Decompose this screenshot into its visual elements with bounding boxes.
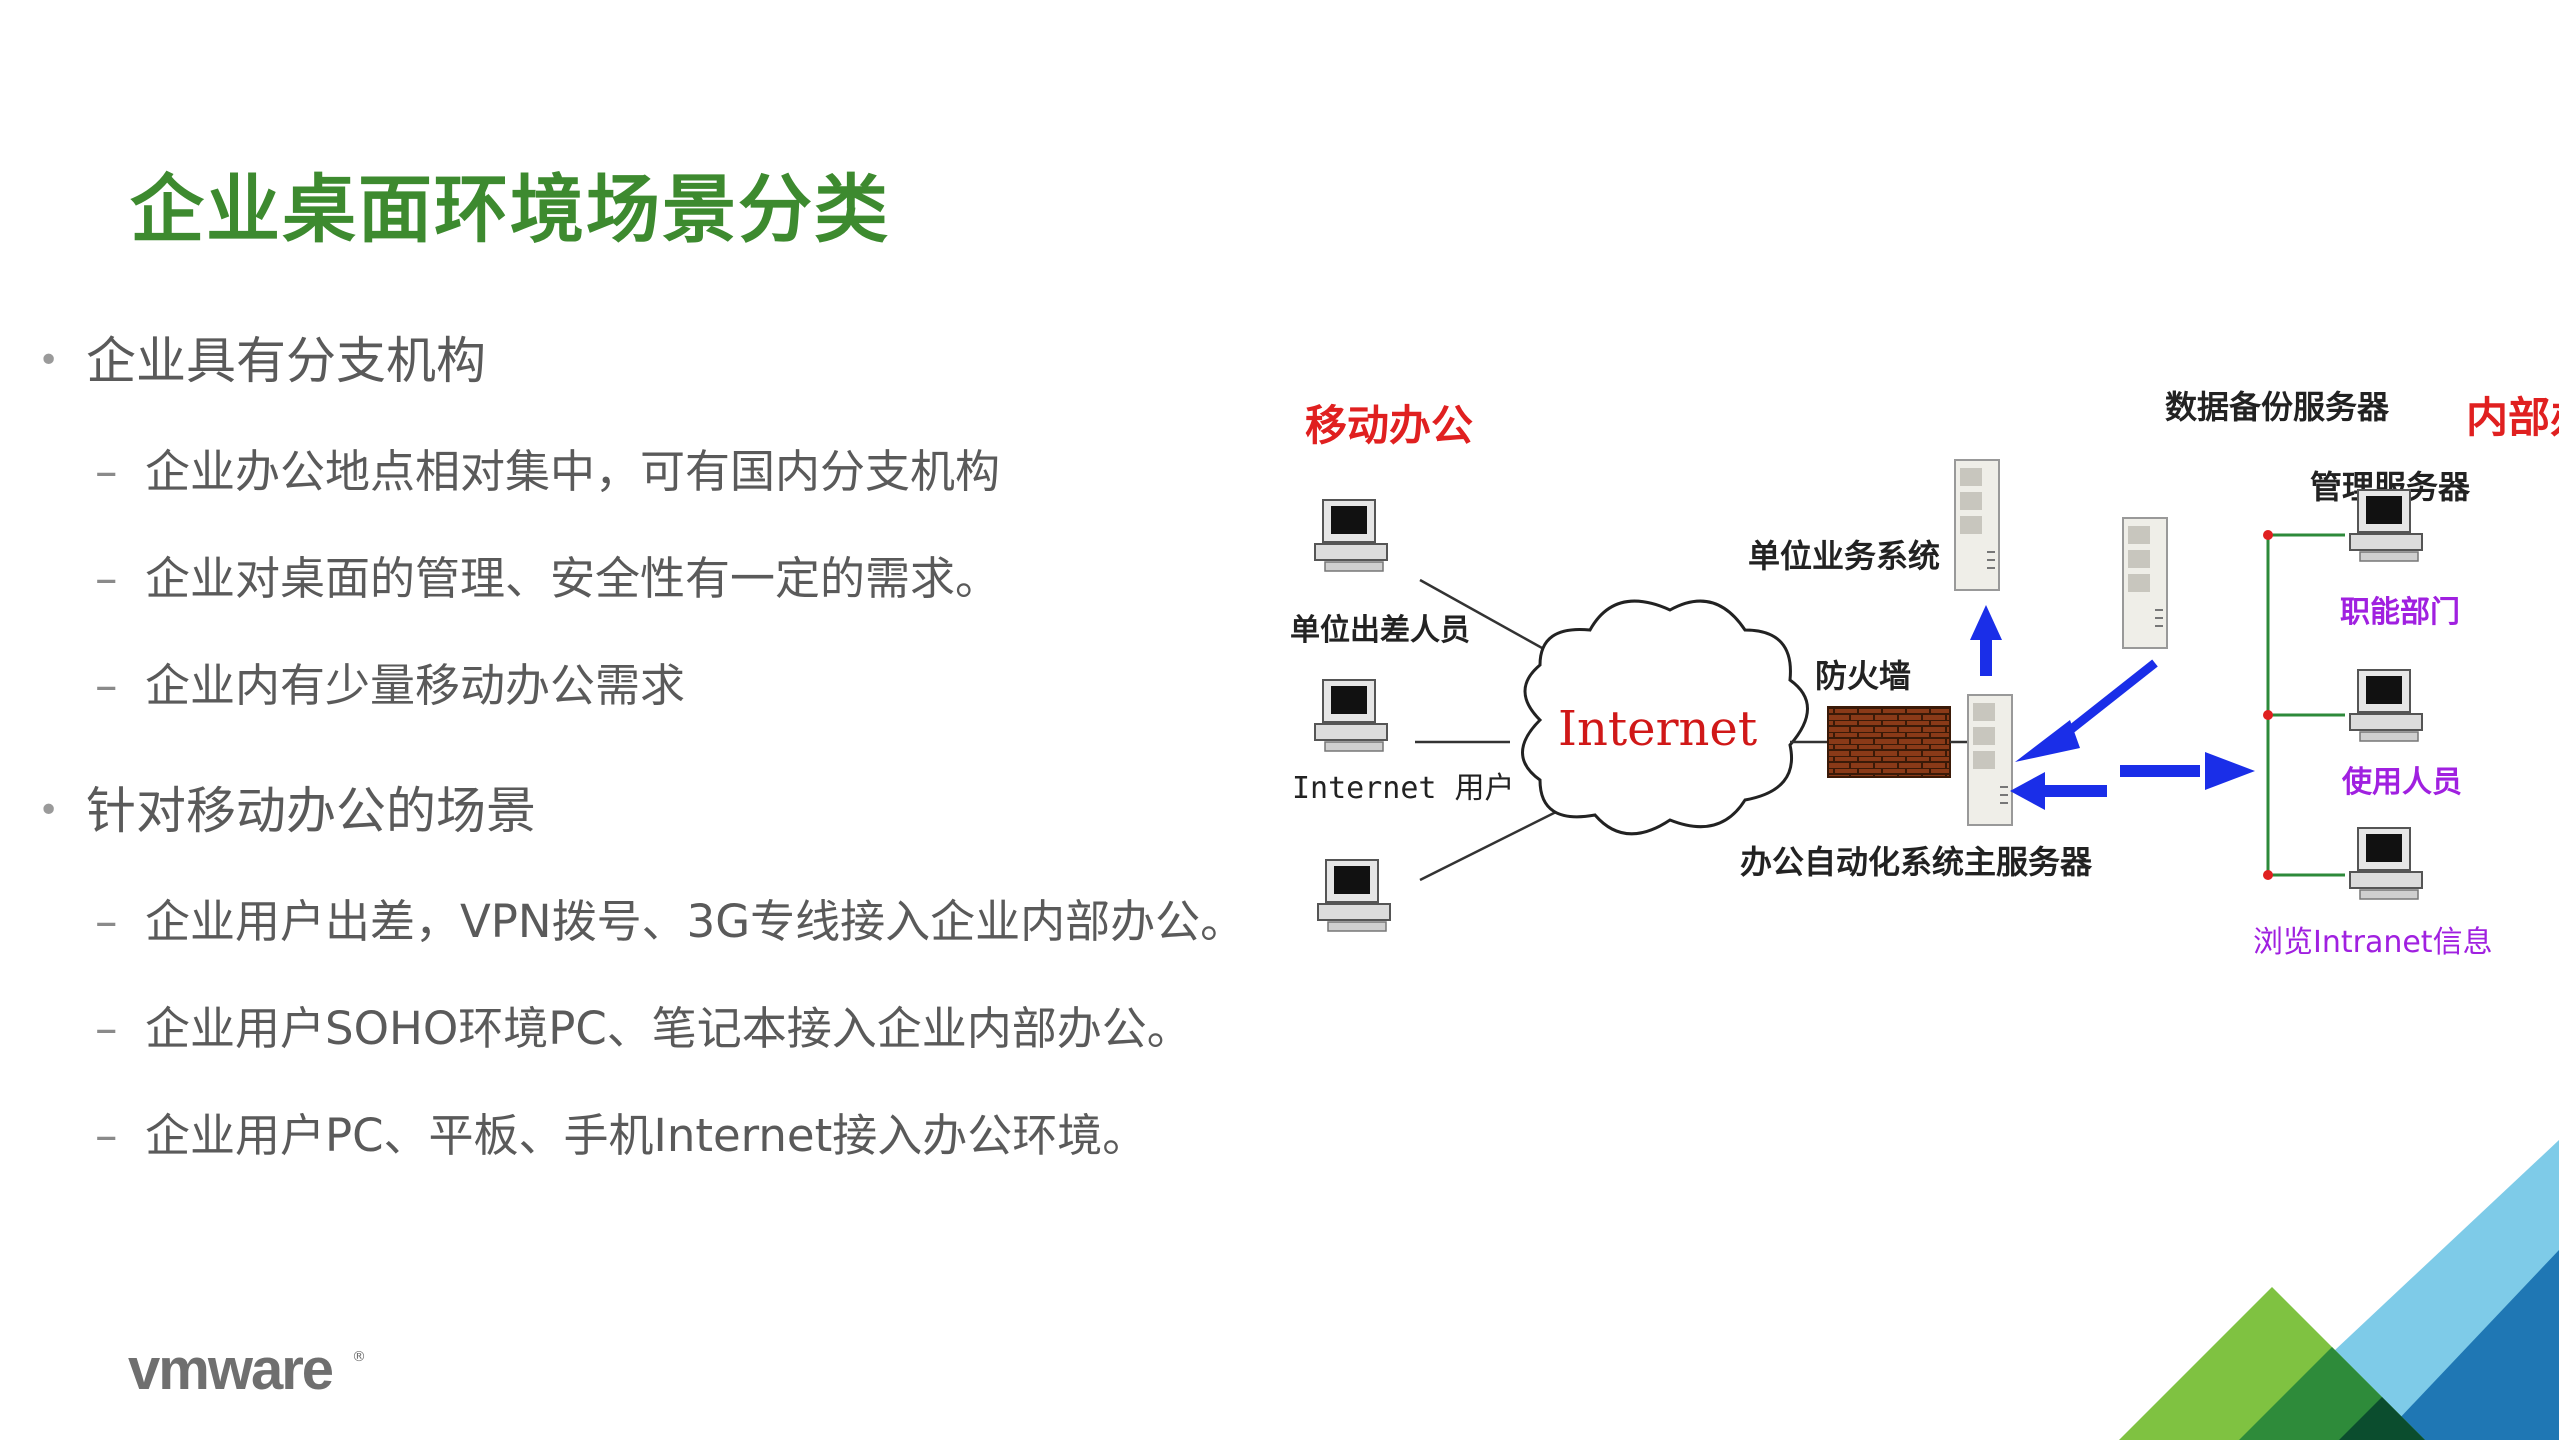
internet-cloud-icon [1521, 599, 1809, 836]
travel-staff-label: 单位出差人员 [1290, 613, 1470, 648]
node-dot [2263, 710, 2273, 720]
mobile-office-label: 移动办公 [1305, 401, 1473, 450]
bullet-dash: – [95, 659, 118, 712]
logo-registered-mark: ® [352, 1349, 366, 1365]
server-icon [1967, 694, 2013, 826]
node-dot [2263, 530, 2273, 540]
internet-user-label: Internet 用户 [1292, 771, 1515, 806]
pc-icon [1314, 499, 1388, 572]
vmware-logo: vmware ® [128, 1335, 388, 1409]
bullet-dash: – [95, 1109, 118, 1162]
bullet-dot: • [38, 340, 60, 381]
network-diagram: 移动办公 数据备份服务器 管理服务器 内部办公 单位业务系统 防火墙 办公自动化… [1290, 388, 2559, 960]
corner-decoration [2119, 1140, 2559, 1440]
bullet-dash: – [95, 552, 118, 605]
backup-server-label: 数据备份服务器 [2165, 388, 2390, 426]
bullet-dash: – [95, 1002, 118, 1055]
bidirectional-arrow-icon [2010, 752, 2255, 810]
bullet-dot: • [38, 790, 60, 831]
firewall-label: 防火墙 [1815, 657, 1911, 695]
sub-bullet-text: 企业对桌面的管理、安全性有一定的需求。 [145, 552, 1001, 605]
dept-label: 职能部门 [2340, 595, 2460, 630]
slide-title: 企业桌面环境场景分类 [130, 167, 890, 253]
logo-text: vmware [128, 1337, 333, 1402]
server-icon [1954, 459, 2000, 591]
bullet-dash: – [95, 895, 118, 948]
server-icon [2122, 517, 2168, 649]
sub-bullet-text: 企业用户PC、平板、手机Internet接入办公环境。 [145, 1109, 1148, 1162]
business-system-label: 单位业务系统 [1748, 537, 1940, 575]
upload-arrow-icon [1970, 605, 2002, 676]
connection-line [1419, 578, 1561, 660]
node-dot [2263, 870, 2273, 880]
firewall-icon [1827, 706, 1951, 778]
pc-icon [2349, 827, 2423, 900]
bullet-text: 企业具有分支机构 [86, 332, 486, 390]
sub-bullet-text: 企业内有少量移动办公需求 [145, 659, 686, 712]
sub-bullet-text: 企业用户SOHO环境PC、笔记本接入企业内部办公。 [145, 1002, 1192, 1055]
sub-bullet-text: 企业办公地点相对集中，可有国内分支机构 [145, 445, 1001, 498]
bullet-text: 针对移动办公的场景 [86, 782, 536, 840]
sub-bullet-text: 企业用户出差，VPN拨号、3G专线接入企业内部办公。 [145, 895, 1246, 948]
pc-icon [2349, 669, 2423, 742]
browse-label: 浏览Intranet信息 [2253, 925, 2493, 960]
sync-arrow-icon [2015, 659, 2158, 762]
bullet-dash: – [95, 445, 118, 498]
pc-icon [1314, 679, 1388, 752]
connection-line [1419, 803, 1571, 882]
bullet-list: • 企业具有分支机构 – 企业办公地点相对集中，可有国内分支机构 – 企业对桌面… [0, 0, 1300, 1300]
main-server-label: 办公自动化系统主服务器 [1740, 843, 2093, 881]
users-label: 使用人员 [2341, 765, 2462, 800]
internet-label: Internet [1558, 701, 1757, 757]
internal-office-label: 内部办公 [2466, 393, 2559, 442]
pc-icon [1317, 859, 1391, 932]
